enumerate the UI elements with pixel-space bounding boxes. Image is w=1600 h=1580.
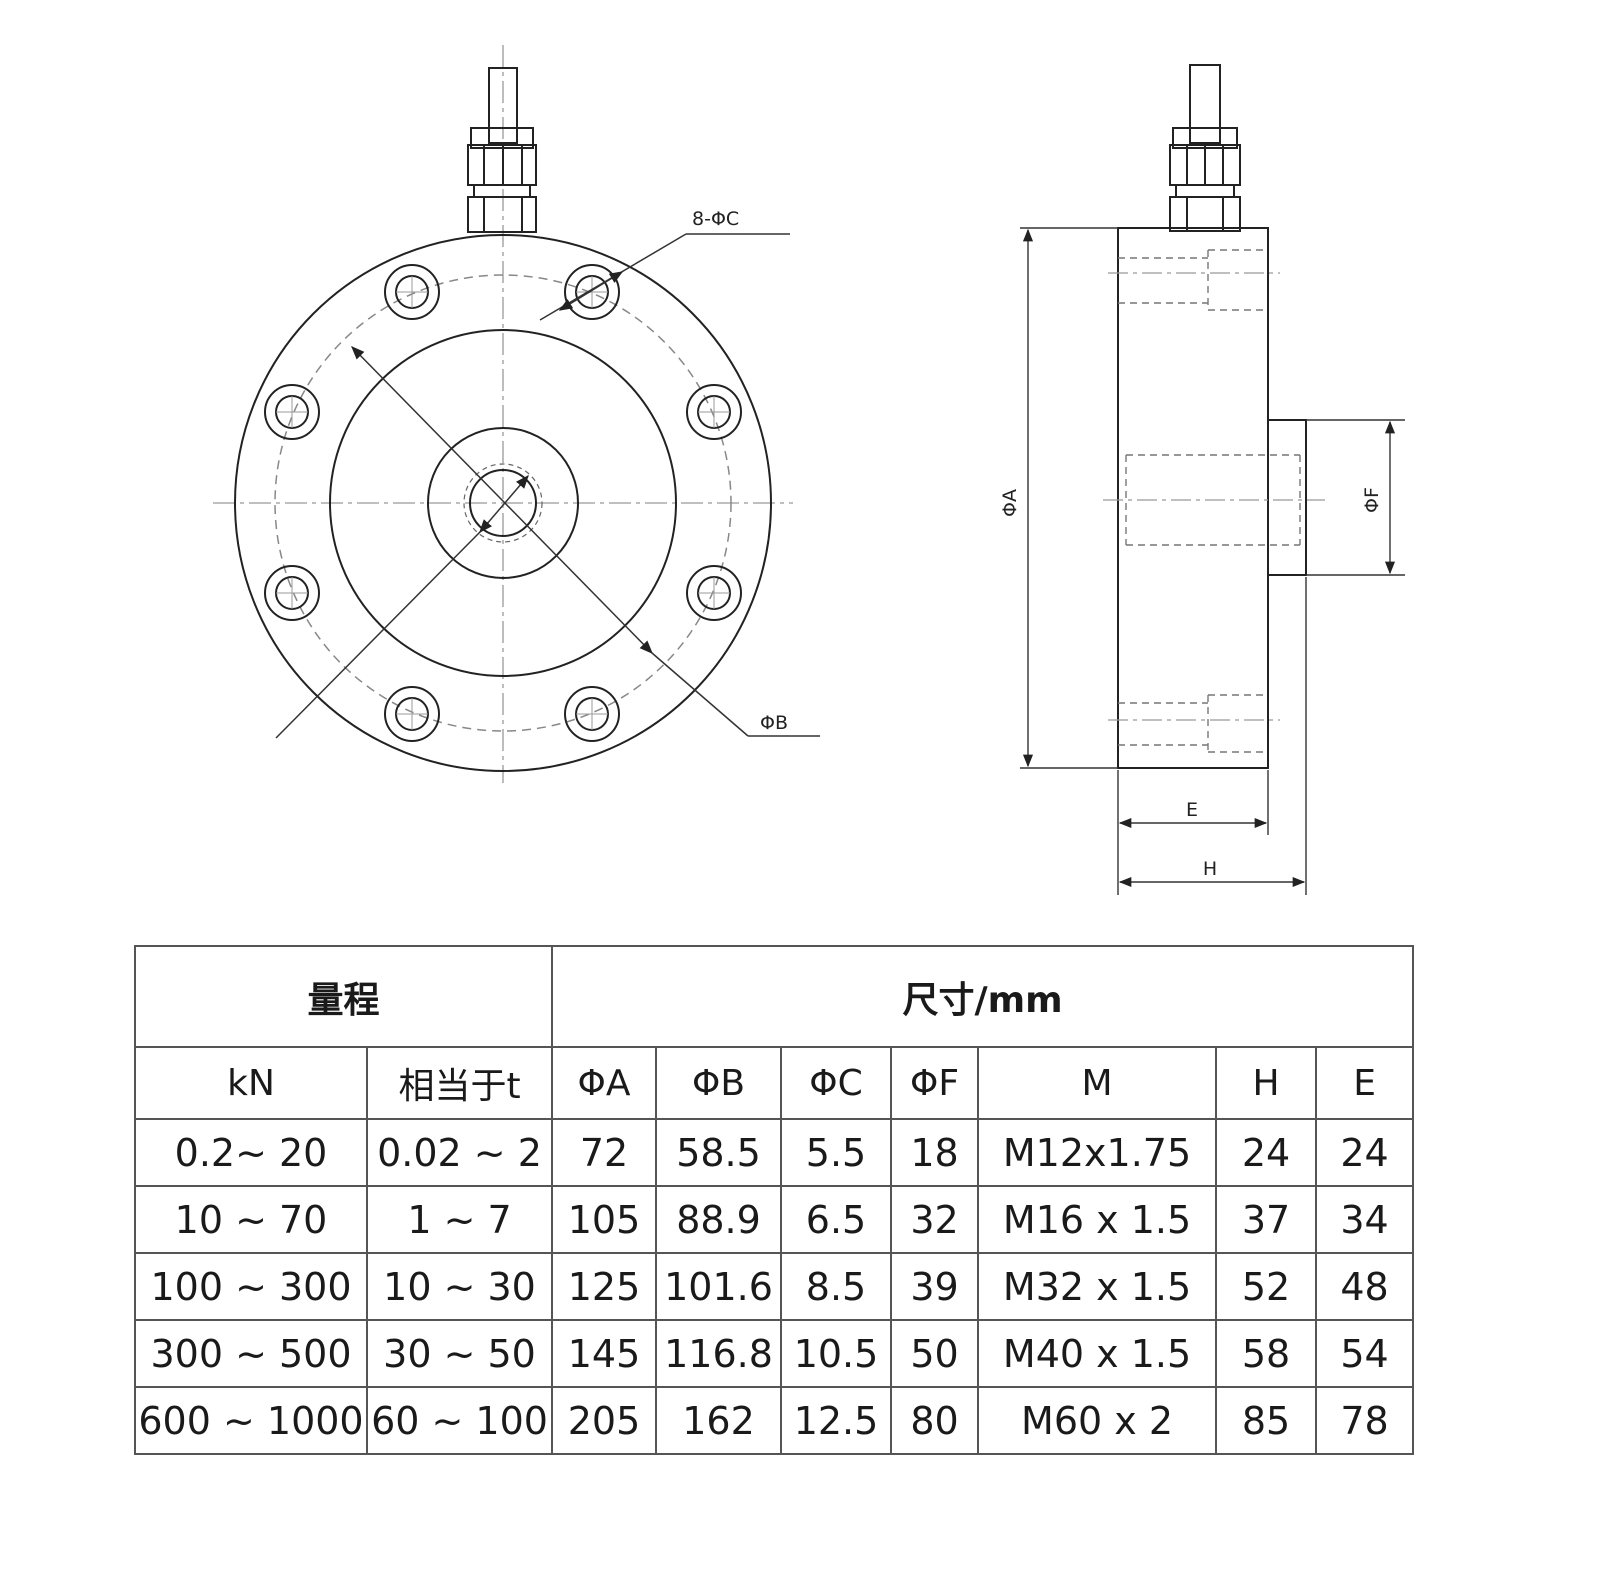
cell-kn: 600 ~ 1000	[134, 1386, 368, 1455]
cell-phi-f: 50	[890, 1319, 980, 1388]
bolt-circle	[274, 274, 732, 732]
front-view	[213, 45, 820, 783]
cell-phi-f: 18	[890, 1118, 980, 1187]
cell-phi-a: 205	[551, 1386, 658, 1455]
inner-ring	[329, 329, 677, 677]
table-row: 100 ~ 300 10 ~ 30 125 101.6 8.5 39 M32 x…	[134, 1252, 1415, 1321]
cable-gland	[467, 67, 537, 233]
cell-e: 78	[1315, 1386, 1415, 1455]
outer-dia-label: ΦA	[999, 489, 1021, 517]
cell-e: 54	[1315, 1319, 1415, 1388]
size-header: 尺寸/mm	[551, 945, 1415, 1048]
cell-ton: 0.02 ~ 2	[365, 1118, 554, 1187]
table-row: 600 ~ 1000 60 ~ 100 205 162 12.5 80 M60 …	[134, 1386, 1415, 1455]
cell-m: M60 x 2	[977, 1386, 1218, 1455]
cell-phi-b: 116.8	[655, 1319, 783, 1388]
cell-phi-c: 12.5	[780, 1386, 893, 1455]
cell-e: 48	[1315, 1252, 1415, 1321]
col-kn: kN	[134, 1046, 368, 1120]
cell-ton: 30 ~ 50	[365, 1319, 554, 1388]
height-h-label: H	[1203, 858, 1217, 880]
cell-h: 52	[1215, 1252, 1318, 1321]
col-e: E	[1315, 1046, 1415, 1120]
col-ton: 相当于t	[365, 1046, 554, 1120]
side-cable-gland	[1169, 64, 1241, 232]
cell-phi-c: 5.5	[780, 1118, 893, 1187]
cell-phi-a: 125	[551, 1252, 658, 1321]
cell-h: 85	[1215, 1386, 1318, 1455]
cell-kn: 100 ~ 300	[134, 1252, 368, 1321]
col-phi-c: ΦC	[780, 1046, 893, 1120]
cell-phi-a: 105	[551, 1185, 658, 1254]
col-phi-a: ΦA	[551, 1046, 658, 1120]
cell-h: 58	[1215, 1319, 1318, 1388]
cell-phi-f: 32	[890, 1185, 980, 1254]
cell-phi-b: 162	[655, 1386, 783, 1455]
range-header: 量程	[133, 945, 554, 1048]
cell-e: 34	[1315, 1185, 1415, 1254]
cell-ton: 1 ~ 7	[365, 1185, 554, 1254]
bolt-circle-label: ΦB	[760, 712, 788, 734]
cell-kn: 0.2~ 20	[134, 1118, 368, 1187]
side-boss	[1267, 419, 1307, 576]
boss-dia-label: ΦF	[1361, 487, 1383, 513]
cell-kn: 10 ~ 70	[134, 1185, 368, 1254]
load-cell-drawing: 8-ΦC ΦB	[213, 45, 1405, 895]
col-phi-b: ΦB	[655, 1046, 783, 1120]
column-header-row: kN 相当于t ΦA ΦB ΦC ΦF M H E	[134, 1046, 1415, 1120]
cell-phi-b: 58.5	[655, 1118, 783, 1187]
cell-m: M16 x 1.5	[977, 1185, 1218, 1254]
table-row: 300 ~ 500 30 ~ 50 145 116.8 10.5 50 M40 …	[134, 1319, 1415, 1388]
side-view	[1020, 64, 1405, 895]
cell-kn: 300 ~ 500	[134, 1319, 368, 1388]
cell-phi-a: 72	[551, 1118, 658, 1187]
cell-phi-a: 145	[551, 1319, 658, 1388]
cell-phi-b: 88.9	[655, 1185, 783, 1254]
cell-phi-f: 80	[890, 1386, 980, 1455]
col-m: M	[977, 1046, 1218, 1120]
cell-phi-c: 8.5	[780, 1252, 893, 1321]
cell-m: M12x1.75	[977, 1118, 1218, 1187]
cell-h: 24	[1215, 1118, 1318, 1187]
table-row: 0.2~ 20 0.02 ~ 2 72 58.5 5.5 18 M12x1.75…	[134, 1118, 1415, 1187]
cell-ton: 60 ~ 100	[365, 1386, 554, 1455]
cell-ton: 10 ~ 30	[365, 1252, 554, 1321]
spec-table: 量程 尺寸/mm kN 相当于t ΦA ΦB ΦC ΦF M H E 0.2~ …	[133, 945, 1415, 1455]
cell-phi-c: 10.5	[780, 1319, 893, 1388]
cell-h: 37	[1215, 1185, 1318, 1254]
cell-e: 24	[1315, 1118, 1415, 1187]
hole-spec-label: 8-ΦC	[692, 208, 739, 230]
cell-phi-f: 39	[890, 1252, 980, 1321]
col-h: H	[1215, 1046, 1318, 1120]
cell-phi-c: 6.5	[780, 1185, 893, 1254]
cell-m: M40 x 1.5	[977, 1319, 1218, 1388]
outer-flange	[234, 234, 772, 772]
col-phi-f: ΦF	[890, 1046, 980, 1120]
thickness-e-label: E	[1186, 799, 1198, 821]
cell-phi-b: 101.6	[655, 1252, 783, 1321]
cell-m: M32 x 1.5	[977, 1252, 1218, 1321]
table-row: 10 ~ 70 1 ~ 7 105 88.9 6.5 32 M16 x 1.5 …	[134, 1185, 1415, 1254]
side-body	[1117, 227, 1269, 769]
